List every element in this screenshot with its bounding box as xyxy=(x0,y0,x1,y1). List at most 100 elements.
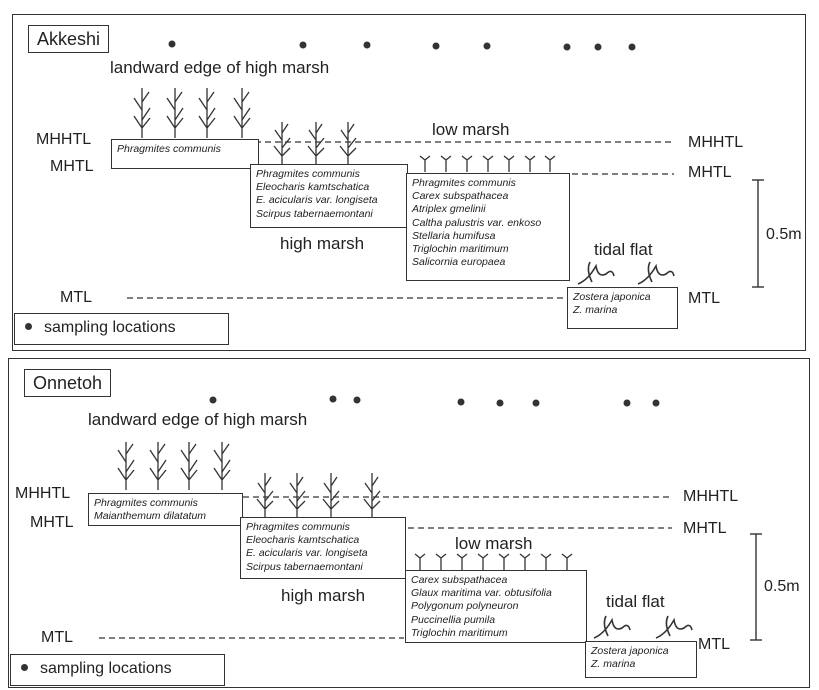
species-box-zone3-onnetoh: Carex subspathacea Glaux maritima var. o… xyxy=(405,570,587,643)
reed-plant-icon xyxy=(307,122,325,164)
species-name: Eleocharis kamtschatica xyxy=(246,534,360,547)
species-name: Atriplex gmelinii xyxy=(412,203,486,216)
species-name: Maianthemum dilatatum xyxy=(94,510,207,523)
mhhtl-left-onnetoh: MHHTL xyxy=(15,485,71,502)
mhhtl-right-akkeshi: MHHTL xyxy=(688,134,744,151)
reeds-zone1-onnetoh xyxy=(117,442,231,490)
sampling-dot-icon xyxy=(532,399,540,407)
species-name: Phragmites communis xyxy=(256,168,360,180)
species-name: Carex subspathacea xyxy=(411,574,508,586)
low-marsh-label-akkeshi: low marsh xyxy=(432,120,510,139)
low-marsh-plant-icon xyxy=(440,155,452,172)
sampling-dots-akkeshi xyxy=(168,40,636,51)
species-name: Phragmites communis xyxy=(94,497,198,509)
mhtl-left-onnetoh: MHTL xyxy=(30,514,74,531)
low-plants-akkeshi xyxy=(419,155,556,172)
scale-label-onnetoh: 0.5m xyxy=(764,578,800,595)
scale-bar-akkeshi xyxy=(752,179,764,288)
species-name: Z. marina xyxy=(573,304,618,317)
low-marsh-plant-icon xyxy=(540,553,552,570)
species-name: Triglochin maritimum xyxy=(412,243,509,256)
sampling-dot-icon xyxy=(563,43,571,51)
low-marsh-plant-icon xyxy=(435,553,447,570)
species-name: E. acicularis var. longiseta xyxy=(246,547,368,560)
reeds-zone2-akkeshi xyxy=(273,122,357,164)
low-marsh-plant-icon xyxy=(419,155,431,172)
species-name: Scirpus tabernaemontani xyxy=(256,207,373,220)
species-name: E. acicularis var. longiseta xyxy=(256,194,378,207)
low-marsh-plant-icon xyxy=(519,553,531,570)
seagrass-icon xyxy=(593,615,631,639)
species-box-zone3-akkeshi: Phragmites communis Carex subspathacea A… xyxy=(406,173,570,281)
low-marsh-plant-icon xyxy=(524,155,536,172)
species-name: Carex subspathacea xyxy=(412,190,509,203)
landward-edge-label-onnetoh: landward edge of high marsh xyxy=(88,410,308,429)
reeds-zone1-akkeshi xyxy=(133,88,251,138)
sampling-dot-icon xyxy=(483,42,491,50)
species-name: Puccinellia pumila xyxy=(411,613,496,626)
scale-bar-onnetoh xyxy=(750,533,762,641)
mtl-left-akkeshi: MTL xyxy=(60,289,92,306)
mtl-right-akkeshi: MTL xyxy=(688,290,720,307)
high-marsh-label-akkeshi: high marsh xyxy=(280,234,365,253)
reed-plant-icon xyxy=(133,88,151,138)
legend-label: sampling locations xyxy=(44,319,176,336)
seagrass-icon xyxy=(655,615,693,639)
reed-plant-icon xyxy=(256,473,274,517)
species-name: Z. marina xyxy=(591,658,636,671)
species-box-zone1-onnetoh: Phragmites communis Maianthemum dilatatu… xyxy=(88,493,243,526)
sampling-dot-icon xyxy=(329,395,337,403)
mhhtl-right-onnetoh: MHHTL xyxy=(683,488,739,505)
species-name: Polygonum polyneuron xyxy=(411,600,519,613)
species-name: Phragmites communis xyxy=(412,177,516,189)
legend-akkeshi: sampling locations xyxy=(14,313,229,345)
mtl-left-onnetoh: MTL xyxy=(41,629,73,646)
mhtl-left-akkeshi: MHTL xyxy=(50,158,94,175)
species-name: Stellaria humifusa xyxy=(412,229,496,242)
scale-label-akkeshi: 0.5m xyxy=(766,226,802,243)
reed-plant-icon xyxy=(233,88,251,138)
high-marsh-label-onnetoh: high marsh xyxy=(281,586,366,605)
site-name-onnetoh: Onnetoh xyxy=(24,369,112,397)
sampling-dot-icon xyxy=(457,398,465,406)
species-name: Caltha palustris var. enkoso xyxy=(412,216,542,229)
sampling-dot-icon xyxy=(363,41,371,49)
mhtl-right-akkeshi: MHTL xyxy=(688,164,732,181)
sampling-dot-icon xyxy=(21,664,28,672)
legend-label: sampling locations xyxy=(40,660,172,677)
reed-plant-icon xyxy=(213,442,231,490)
seagrass-akkeshi xyxy=(577,261,675,285)
reed-plant-icon xyxy=(180,442,198,490)
sampling-dot-icon xyxy=(594,43,602,51)
low-marsh-label-onnetoh: low marsh xyxy=(455,534,533,553)
landward-edge-label-akkeshi: landward edge of high marsh xyxy=(110,58,330,77)
sampling-dot-icon xyxy=(168,40,176,48)
sampling-dot-icon xyxy=(432,42,440,50)
reed-plant-icon xyxy=(322,473,340,517)
site-name-akkeshi: Akkeshi xyxy=(28,25,110,53)
sampling-dot-icon xyxy=(628,43,636,51)
mtl-right-onnetoh: MTL xyxy=(698,636,730,653)
species-name: Phragmites communis xyxy=(117,143,221,155)
reed-plant-icon xyxy=(117,442,135,490)
reed-plant-icon xyxy=(288,473,306,517)
low-marsh-plant-icon xyxy=(498,553,510,570)
species-name: Zostera japonica xyxy=(573,291,651,303)
reed-plant-icon xyxy=(363,473,381,517)
reeds-zone2-onnetoh xyxy=(256,473,381,517)
tidal-flat-label-akkeshi: tidal flat xyxy=(594,240,653,259)
low-marsh-plant-icon xyxy=(561,553,573,570)
low-marsh-plant-icon xyxy=(456,553,468,570)
reed-plant-icon xyxy=(273,122,291,164)
sampling-dots-onnetoh xyxy=(209,395,660,407)
tidal-flat-label-onnetoh: tidal flat xyxy=(606,592,665,611)
species-name: Zostera japonica xyxy=(591,645,669,657)
species-box-zone4-akkeshi: Zostera japonica Z. marina xyxy=(567,287,678,329)
reed-plant-icon xyxy=(166,88,184,138)
low-marsh-plant-icon xyxy=(461,155,473,172)
mhhtl-left-akkeshi: MHHTL xyxy=(36,131,92,148)
sampling-dot-icon xyxy=(209,396,217,404)
